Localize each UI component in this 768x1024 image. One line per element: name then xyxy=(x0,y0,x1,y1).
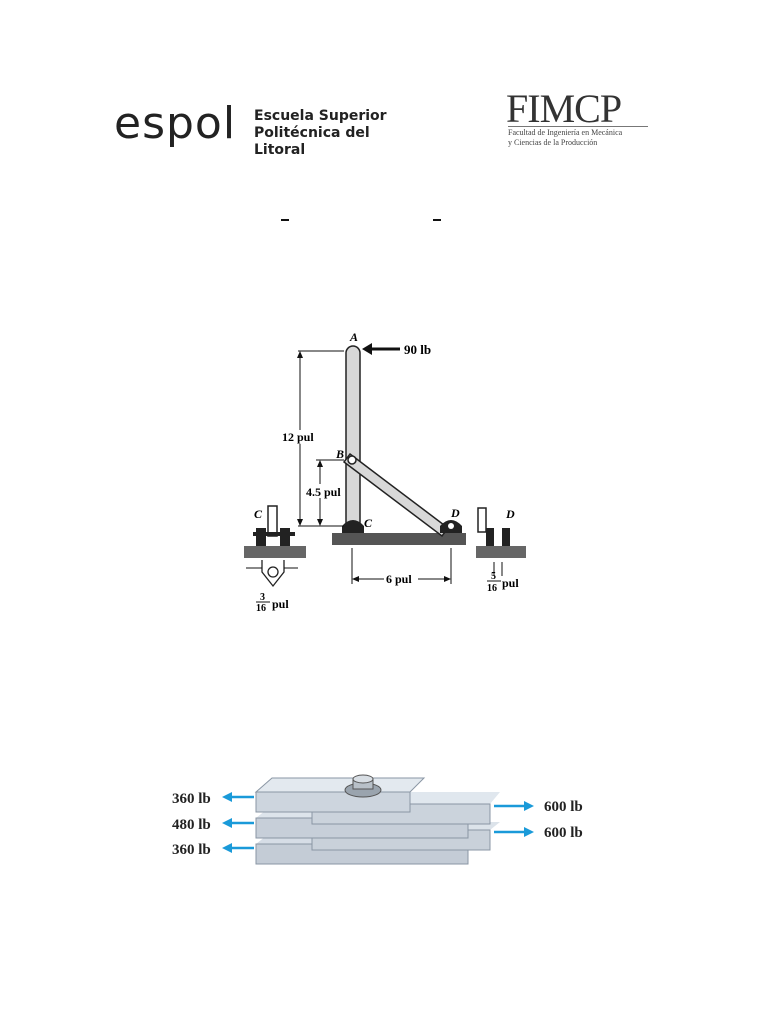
load-bot-left: 360 lb xyxy=(172,842,211,858)
espol-subtitle: Escuela Superior Politécnica del Litoral xyxy=(254,108,414,159)
member-bd xyxy=(342,452,450,538)
detail-c-label: C xyxy=(254,507,263,521)
detail-c-bracket-right xyxy=(280,528,290,546)
dim-b-label: 4.5 pul xyxy=(306,485,341,499)
detail-c-member xyxy=(267,505,278,537)
dim-height-bg xyxy=(280,430,320,444)
fimcp-line1: Facultad de Ingeniería en Mecánica xyxy=(508,128,623,137)
detail-d-member xyxy=(477,507,487,533)
ground-base xyxy=(332,533,466,545)
arrow-bot-left-head xyxy=(222,843,232,853)
dim-height-arrow-top xyxy=(297,351,303,358)
member-ac xyxy=(345,345,361,531)
frac-left-unit: pul xyxy=(272,597,289,611)
dim-base-bg xyxy=(384,572,418,586)
arrow-mid-left-head xyxy=(222,818,232,828)
detail-c-base xyxy=(244,546,306,558)
dash-mark-left xyxy=(281,219,289,221)
espol-logo: espol Escuela Superior Politécnica del L… xyxy=(114,98,414,159)
frame-diagram: 90 lb A B C D 12 pul 4.5 pul 6 pul C 3 1… xyxy=(244,330,526,614)
detail-d-bracket-left xyxy=(486,528,494,546)
label-a: A xyxy=(349,330,358,344)
fimcp-title: FIMCP xyxy=(506,86,622,131)
espol-line2: Politécnica del Litoral xyxy=(254,125,370,158)
fimcp-subtitle: Facultad de Ingeniería en Mecánica y Cie… xyxy=(508,128,622,148)
detail-d-bracket-right xyxy=(502,528,510,546)
dim-base-arrow-left xyxy=(352,576,359,582)
plate-1-front xyxy=(255,791,411,813)
dim-base-label: 6 pul xyxy=(386,572,412,586)
load-top-right: 600 lb xyxy=(544,799,583,815)
frac-right-unit: pul xyxy=(502,576,519,590)
fimcp-line2: y Ciencias de la Producción xyxy=(508,138,598,147)
bolted-plates-diagram: 360 lb 480 lb 360 lb 600 lb 600 lb xyxy=(160,752,610,882)
plate-1-top xyxy=(254,777,426,793)
dim-height-label: 12 pul xyxy=(282,430,314,444)
detail-c-bracket-left xyxy=(256,528,266,546)
arrow-bot-right-head xyxy=(524,827,534,837)
load-mid-left: 480 lb xyxy=(172,817,211,833)
bolt-head-top xyxy=(352,774,374,784)
fimcp-rule xyxy=(508,126,648,127)
frac-left-den: 16 xyxy=(256,603,266,614)
detail-c-pin-hole xyxy=(267,566,279,578)
detail-d-base xyxy=(476,546,526,558)
pin-d xyxy=(448,523,454,529)
dim-base-arrow-right xyxy=(444,576,451,582)
label-c: C xyxy=(364,516,373,530)
dim-b-arrow-top xyxy=(317,460,323,467)
espol-line1: Escuela Superior xyxy=(254,108,387,124)
arrow-top-right-head xyxy=(524,801,534,811)
force-label: 90 lb xyxy=(404,342,431,357)
dim-b-bg xyxy=(304,484,344,498)
dash-mark-right xyxy=(433,219,441,221)
detail-c-pin xyxy=(253,532,295,536)
pin-b xyxy=(347,455,357,465)
support-c xyxy=(342,520,364,533)
dim-height-arrow-bottom xyxy=(297,519,303,526)
fimcp-logo: FIMCP Facultad de Ingeniería en Mecánica… xyxy=(504,86,654,150)
label-d: D xyxy=(450,506,460,520)
frac-left-num: 3 xyxy=(260,592,265,603)
espol-logo-text: espol xyxy=(114,98,237,149)
load-top-left: 360 lb xyxy=(172,791,211,807)
frac-right-den: 16 xyxy=(487,583,497,594)
force-arrow-head xyxy=(362,343,372,355)
dim-b-arrow-bottom xyxy=(317,519,323,526)
label-b: B xyxy=(335,447,344,461)
load-bot-right: 600 lb xyxy=(544,825,583,841)
detail-d-label: D xyxy=(505,507,515,521)
frac-right-num: 5 xyxy=(491,571,496,582)
arrow-top-left-head xyxy=(222,792,232,802)
